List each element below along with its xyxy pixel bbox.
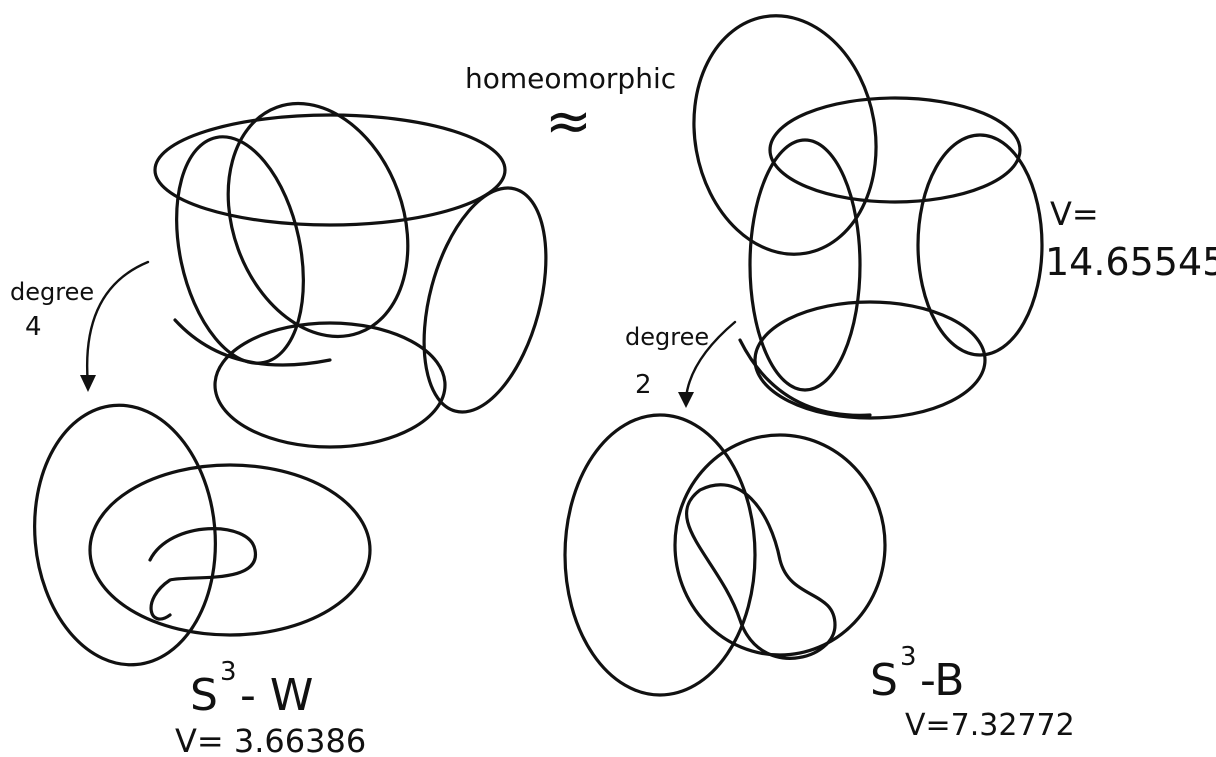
bottom-right-caption: S 3 -B V=7.32772 <box>870 642 1075 743</box>
degree-right-arrow <box>678 320 737 408</box>
bottom-left-caption: S 3 - W V= 3.66386 <box>175 657 366 757</box>
back-ring <box>226 101 410 339</box>
right-ring <box>422 186 548 414</box>
s3-b-superscript: 3 <box>900 642 917 672</box>
bottom-ring <box>753 300 987 420</box>
approx-symbol: ≈ <box>545 89 592 154</box>
ring-right <box>673 433 887 657</box>
ring-left <box>563 413 757 697</box>
front-arc <box>173 318 332 367</box>
degree-left-word: degree <box>10 278 94 306</box>
right-ring <box>916 133 1044 357</box>
whitehead-link <box>33 403 372 667</box>
bottom-ring <box>213 321 447 449</box>
s3-w-base: S <box>190 670 218 721</box>
front-arc <box>738 338 872 417</box>
ring-center <box>685 483 837 660</box>
top-ring <box>692 14 878 256</box>
degree-left-value: 4 <box>25 312 42 342</box>
top-ring <box>153 113 507 227</box>
clasp-twist <box>148 527 257 621</box>
s3-b-volume: V=7.32772 <box>905 708 1075 743</box>
back-ring <box>768 96 1022 204</box>
s3-b-suffix: -B <box>920 655 965 706</box>
top-right-link <box>692 14 1044 420</box>
s3-w-superscript: 3 <box>220 657 237 687</box>
homeomorphic-label: homeomorphic <box>465 62 676 95</box>
s3-w-suffix: - W <box>240 670 313 721</box>
degree-right-word: degree <box>625 323 709 351</box>
degree-right-value: 2 <box>635 370 652 400</box>
left-ring <box>748 138 862 392</box>
borromean-rings <box>563 413 887 697</box>
top-right-volume-value: 14.65545 <box>1045 240 1216 284</box>
s3-w-volume: V= 3.66386 <box>175 722 366 757</box>
main-loop <box>88 463 372 637</box>
s3-b-base: S <box>870 655 898 706</box>
degree-left-arrow <box>80 260 150 392</box>
top-right-volume-prefix: V= <box>1050 195 1099 233</box>
top-left-link <box>153 101 548 449</box>
